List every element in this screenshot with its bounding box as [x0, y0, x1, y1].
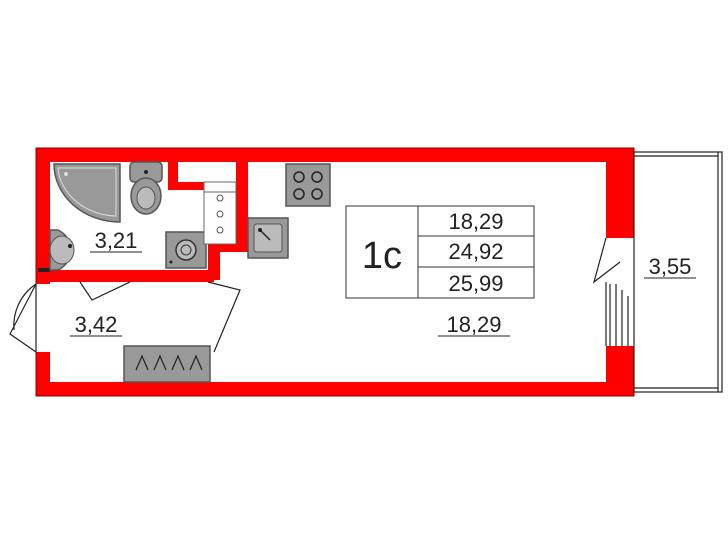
- shaft-wall-left: [168, 160, 178, 188]
- utility-panel-icon: [203, 181, 237, 245]
- left-wall-upper: [36, 148, 50, 284]
- total-area: 24,92: [448, 239, 503, 264]
- washbasin-icon: [49, 229, 75, 271]
- walls: [36, 148, 634, 396]
- balcony-outline: [633, 151, 723, 393]
- washing-machine-icon: [165, 231, 207, 269]
- main-room-area: 18,29: [446, 312, 501, 337]
- bathroom-bottom-wall: [36, 270, 214, 282]
- total-with-balcony-area: 25,99: [448, 271, 503, 296]
- bathroom-door: [79, 281, 241, 353]
- apartment-type: 1с: [362, 235, 402, 277]
- stove-icon: [285, 163, 331, 207]
- room-labels: 3,21 3,42 18,29 3,55: [70, 228, 696, 337]
- living-area: 18,29: [448, 209, 503, 234]
- shower-icon: [53, 163, 121, 223]
- balcony-area: 3,55: [649, 254, 692, 279]
- left-wall-lower: [36, 352, 50, 396]
- bathroom-area: 3,21: [95, 228, 138, 253]
- hallway-area: 3,42: [75, 312, 118, 337]
- bottom-wall: [36, 382, 634, 396]
- bathroom-step-vertical: [208, 240, 220, 280]
- pillar: [38, 268, 50, 272]
- balcony: [592, 151, 723, 393]
- toilet-icon: [129, 161, 163, 215]
- kitchen-sink-icon: [247, 217, 289, 259]
- wardrobe-icon: [123, 345, 211, 383]
- entrance-door: [9, 283, 37, 353]
- right-wall-upper: [606, 148, 634, 238]
- shaft-wall-bottom: [168, 182, 238, 190]
- top-wall: [36, 148, 634, 162]
- area-info-box: 1с 18,29 24,92 25,99: [345, 205, 535, 299]
- right-wall-lower: [606, 346, 634, 396]
- bathroom-right-wall: [236, 160, 248, 252]
